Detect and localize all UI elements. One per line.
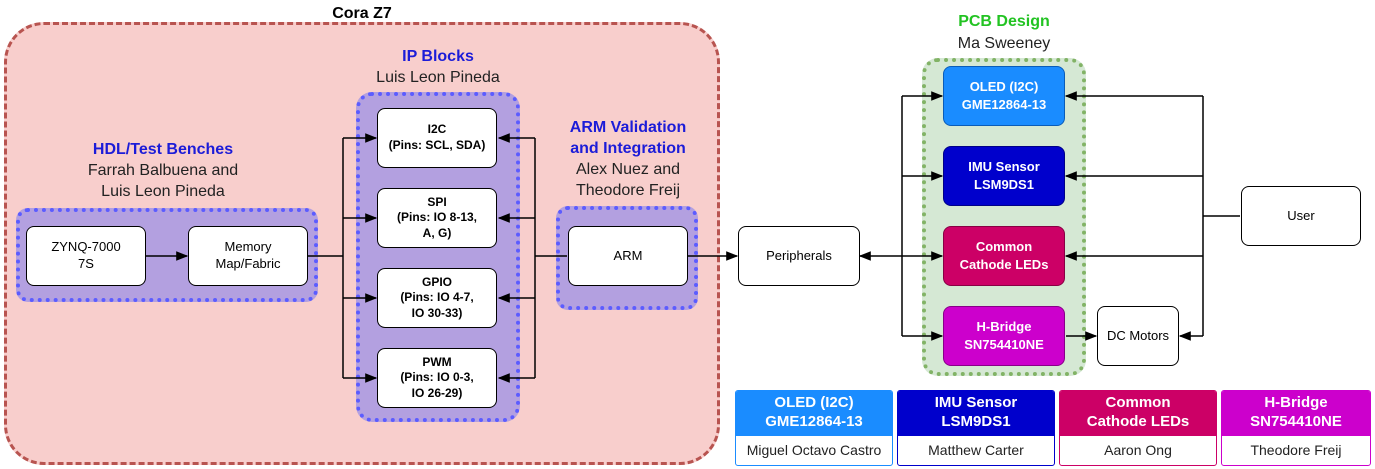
node-memory-map[interactable]: Memory Map/Fabric — [188, 226, 308, 286]
node-pwm[interactable]: PWM (Pins: IO 0-3, IO 26-29) — [377, 348, 497, 408]
pcb-subtitle: Ma Sweeney — [957, 35, 1051, 52]
node-arm[interactable]: ARM — [568, 226, 688, 286]
arm-group-title: ARM Validation and Integration — [569, 119, 687, 157]
hdl-title: HDL/Test Benches — [92, 141, 234, 158]
pcb-title: PCB Design — [958, 13, 1050, 30]
ip-title: IP Blocks — [402, 48, 474, 65]
node-hbridge[interactable]: H-Bridge SN754410NE — [943, 306, 1065, 366]
legend-oled-name: OLED (I2C) GME12864-13 — [736, 391, 892, 435]
legend-leds-name: Common Cathode LEDs — [1060, 391, 1216, 435]
legend-oled-owner: Miguel Octavo Castro — [736, 435, 892, 463]
node-oled[interactable]: OLED (I2C) GME12864-13 — [943, 66, 1065, 126]
node-peripherals[interactable]: Peripherals — [738, 226, 860, 286]
legend-hbridge-owner: Theodore Freij — [1222, 435, 1370, 463]
node-gpio[interactable]: GPIO (Pins: IO 4-7, IO 30-33) — [377, 268, 497, 328]
legend-imu-owner: Matthew Carter — [898, 435, 1054, 463]
node-i2c[interactable]: I2C (Pins: SCL, SDA) — [377, 108, 497, 168]
hdl-subtitle: Farrah Balbuena and Luis Leon Pineda — [87, 162, 239, 200]
node-spi[interactable]: SPI (Pins: IO 8-13, A, G) — [377, 188, 497, 248]
legend-oled: OLED (I2C) GME12864-13 Miguel Octavo Cas… — [735, 390, 893, 466]
node-user[interactable]: User — [1241, 186, 1361, 246]
legend-leds: Common Cathode LEDs Aaron Ong — [1059, 390, 1217, 466]
legend-imu-name: IMU Sensor LSM9DS1 — [898, 391, 1054, 435]
node-dc-motors[interactable]: DC Motors — [1097, 306, 1179, 366]
legend-hbridge: H-Bridge SN754410NE Theodore Freij — [1221, 390, 1371, 466]
arm-group-subtitle: Alex Nuez and Theodore Freij — [575, 161, 681, 199]
node-leds[interactable]: Common Cathode LEDs — [943, 226, 1065, 286]
node-imu[interactable]: IMU Sensor LSM9DS1 — [943, 146, 1065, 206]
legend-leds-owner: Aaron Ong — [1060, 435, 1216, 463]
ip-subtitle: Luis Leon Pineda — [376, 69, 500, 86]
legend-imu: IMU Sensor LSM9DS1 Matthew Carter — [897, 390, 1055, 466]
node-zynq[interactable]: ZYNQ-7000 7S — [26, 226, 146, 286]
cora-title: Cora Z7 — [332, 5, 392, 22]
legend-hbridge-name: H-Bridge SN754410NE — [1222, 391, 1370, 435]
